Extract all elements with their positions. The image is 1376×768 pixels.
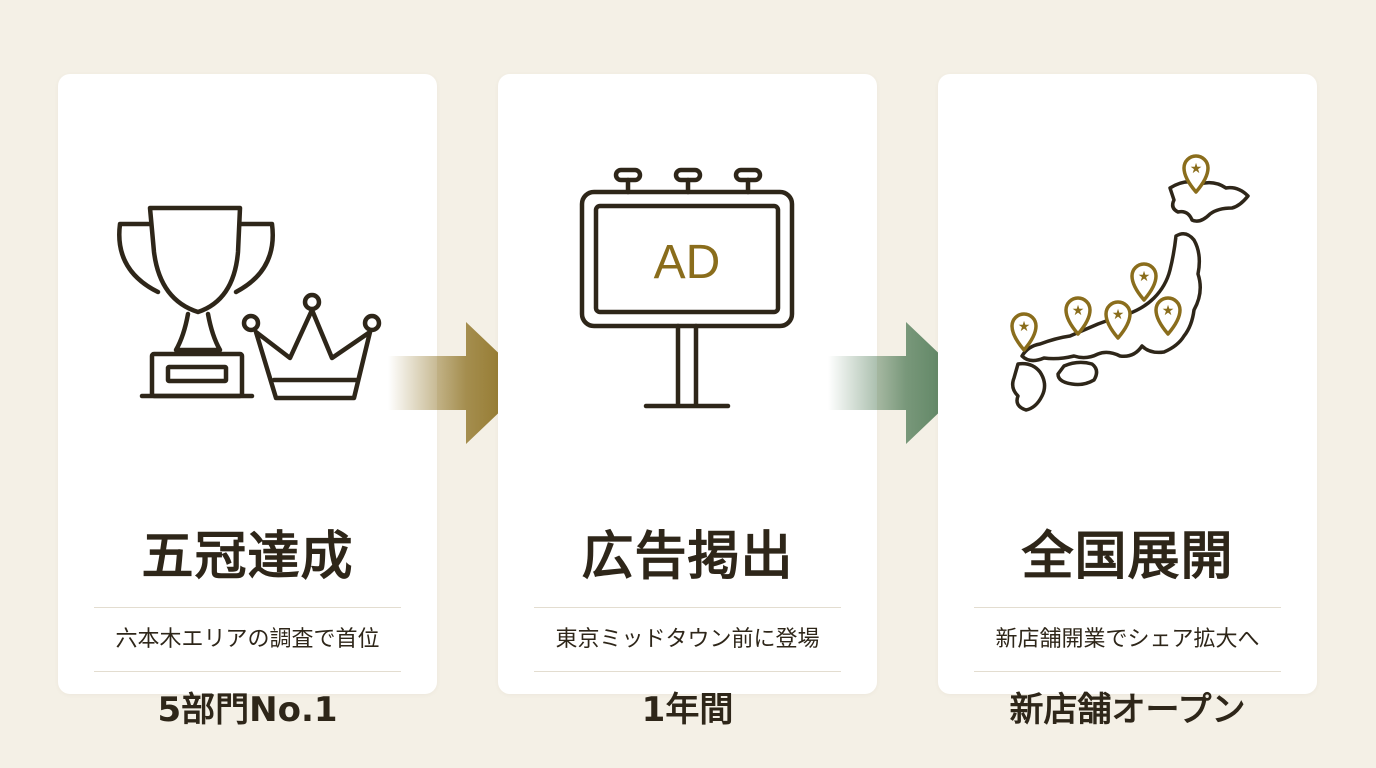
step-description: 新店舗開業でシェア拡大へ	[995, 627, 1260, 652]
divider	[534, 671, 841, 672]
svg-text:★: ★	[1018, 319, 1031, 335]
divider	[94, 671, 401, 672]
step-title: 五冠達成	[141, 526, 354, 587]
step-card-expansion: ★ ★ ★ ★ ★ ★ 全国展開 新店舗開業でシェア拡大へ 新店舗オープン	[938, 74, 1317, 730]
step-highlight: 1年間	[641, 690, 734, 730]
divider	[534, 607, 841, 608]
billboard-icon: AD	[579, 167, 795, 409]
svg-text:★: ★	[1072, 303, 1085, 319]
step-card-advertising: AD 広告掲出 東京ミッドタウン前に登場 1年間	[498, 74, 877, 730]
svg-text:★: ★	[1138, 269, 1151, 285]
trophy-crown-icon	[117, 205, 382, 401]
arrow-right-icon	[388, 322, 530, 444]
arrow-right-icon	[828, 322, 970, 444]
icon-area: AD	[498, 74, 877, 424]
svg-text:★: ★	[1112, 307, 1125, 323]
divider	[974, 671, 1281, 672]
icon-area: ★ ★ ★ ★ ★ ★	[938, 74, 1317, 424]
divider	[974, 607, 1281, 608]
step-title: 広告掲出	[581, 526, 794, 587]
divider	[94, 607, 401, 608]
billboard-ad-text: AD	[654, 236, 721, 289]
step-title: 全国展開	[1021, 526, 1234, 587]
step-description: 東京ミッドタウン前に登場	[555, 627, 820, 652]
step-highlight: 5部門No.1	[157, 690, 338, 730]
svg-text:★: ★	[1162, 303, 1175, 319]
svg-text:★: ★	[1190, 161, 1203, 177]
icon-area	[58, 74, 437, 424]
step-card-achievement: 五冠達成 六本木エリアの調査で首位 5部門No.1	[58, 74, 437, 730]
step-description: 六本木エリアの調査で首位	[115, 627, 380, 652]
japan-map-pins-icon: ★ ★ ★ ★ ★ ★	[1010, 154, 1250, 412]
step-highlight: 新店舗オープン	[1009, 690, 1246, 730]
